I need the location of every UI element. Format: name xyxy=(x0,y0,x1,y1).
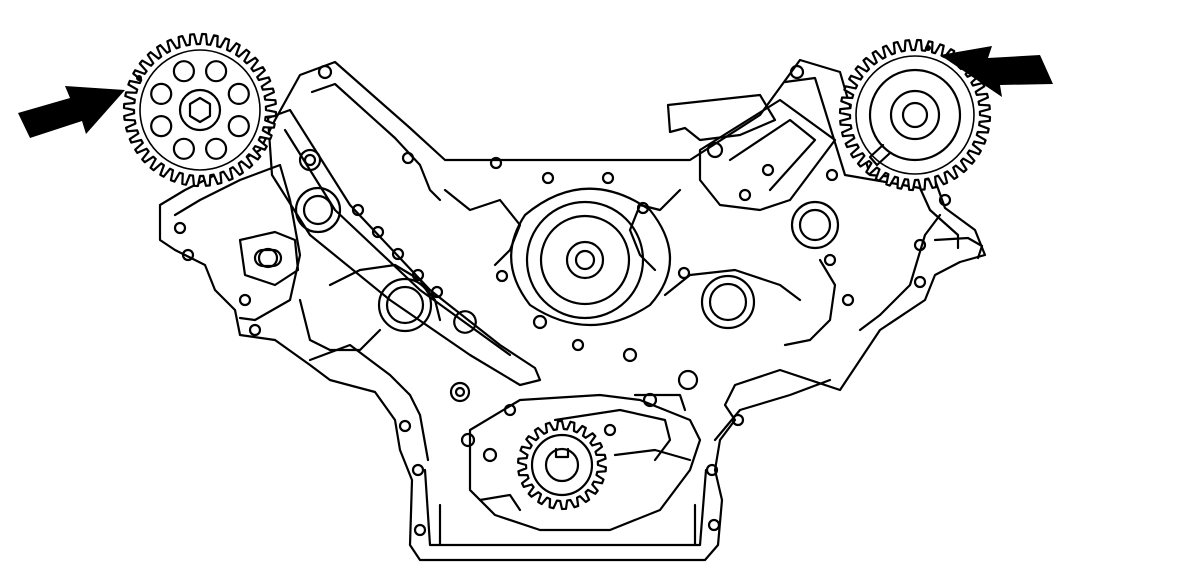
right-chain-tensioner xyxy=(666,93,837,212)
left-sprocket-lightening-hole xyxy=(205,137,228,160)
left-sprocket-bolt xyxy=(188,96,212,124)
crank-sprocket-keyway xyxy=(554,447,570,459)
right-sprocket-hub xyxy=(889,89,941,141)
right-sprocket-rim xyxy=(855,55,975,175)
left-sprocket-timing-mark xyxy=(136,75,142,81)
right-sprocket-teeth xyxy=(838,38,992,192)
left-sprocket-hub xyxy=(178,88,222,132)
right-sprocket-bolt xyxy=(901,101,929,129)
left-camshaft-sprocket xyxy=(122,32,278,188)
left-sprocket-lightening-hole xyxy=(150,82,173,106)
right-camshaft-sprocket xyxy=(838,38,992,192)
crank-sprocket-hub xyxy=(544,447,580,483)
right-sprocket-face xyxy=(868,68,962,162)
left-timing-chain-guide xyxy=(238,108,542,387)
left-sprocket-lightening-hole xyxy=(150,114,173,138)
left-sprocket-lightening-hole xyxy=(172,137,195,160)
left-sprocket-rim xyxy=(139,49,261,171)
oil-pump-housing xyxy=(468,393,702,532)
left-sprocket-lightening-hole xyxy=(227,82,250,106)
right-sprocket-dowel xyxy=(868,143,892,167)
left-sprocket-lightening-hole xyxy=(205,60,228,83)
cylinder-bores xyxy=(294,148,840,333)
crankshaft-sprocket xyxy=(517,419,607,511)
engine-block-outline xyxy=(158,58,987,562)
left-sprocket-lightening-hole xyxy=(227,114,250,138)
right-timing-mark-arrow xyxy=(940,46,1053,97)
left-sprocket-lightening-hole xyxy=(172,60,195,83)
left-timing-mark-arrow xyxy=(18,86,125,138)
right-sprocket-timing-mark xyxy=(925,45,931,51)
left-sprocket-teeth xyxy=(122,32,278,188)
water-pump-pulley xyxy=(510,187,671,327)
crank-sprocket-face xyxy=(530,433,594,497)
